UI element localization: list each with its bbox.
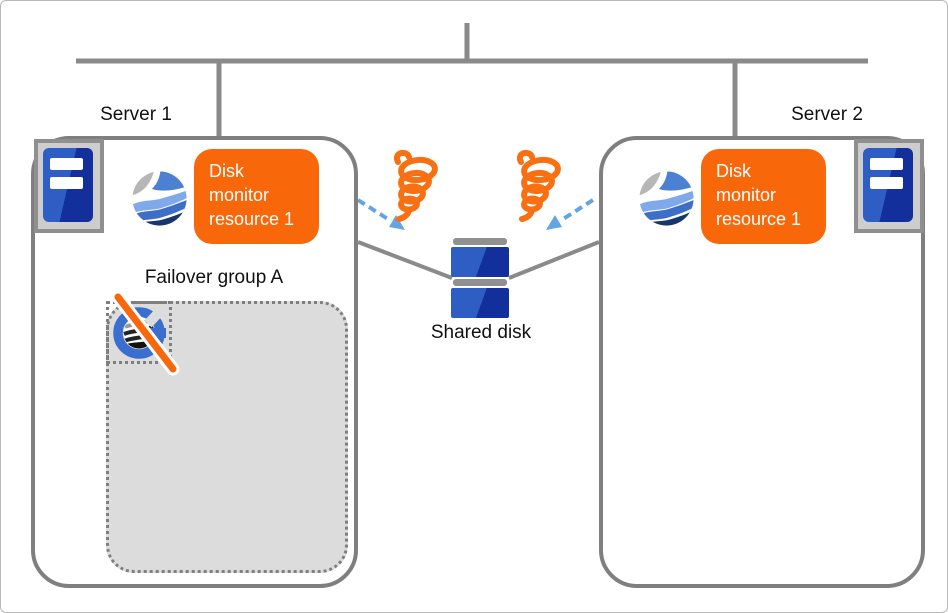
tornado-icon xyxy=(516,149,561,222)
group-resource-slot xyxy=(106,301,172,364)
tornado-icon xyxy=(393,149,438,222)
cluster-ball-icon xyxy=(132,171,187,226)
server1-tower-icon xyxy=(34,139,104,233)
failover-group-label: Failover group A xyxy=(144,267,284,288)
shared-disk-label: Shared disk xyxy=(430,322,532,343)
server2-label: Server 2 xyxy=(791,104,863,125)
monitor-arrow-left xyxy=(356,198,405,230)
server2-disk-cable-line xyxy=(508,240,600,280)
disk-body xyxy=(451,288,509,318)
monitor-arrow-right xyxy=(546,198,595,230)
server1-label: Server 1 xyxy=(100,104,172,125)
server1-disk-monitor-resource-badge: Disk monitor resource 1 xyxy=(194,149,319,244)
server2-disk-monitor-resource-badge: Disk monitor resource 1 xyxy=(701,149,826,244)
slash-overlay xyxy=(111,290,180,376)
disk-cap xyxy=(453,238,507,245)
stopped-disk-resource-icon xyxy=(111,290,180,376)
disk-body xyxy=(451,247,509,277)
cluster-ball-icon xyxy=(639,171,694,226)
server-tower-shape xyxy=(863,148,913,222)
server2-tower-icon xyxy=(854,139,924,233)
server-tower-shape xyxy=(43,148,93,222)
disk-cap xyxy=(453,279,507,286)
server1-disk-cable-line xyxy=(357,240,453,280)
